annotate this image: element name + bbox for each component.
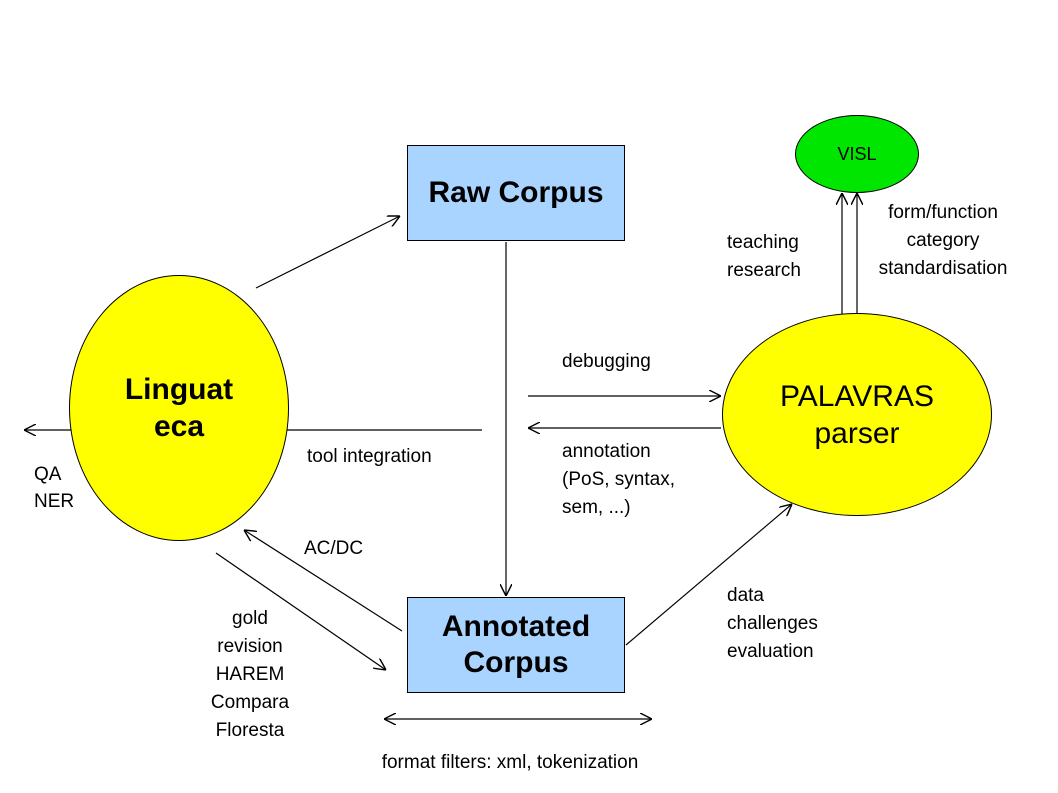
debugging-text: debugging — [562, 351, 651, 372]
linguateca-line-2: eca — [153, 410, 205, 443]
teaching-research-label: teaching research — [727, 229, 801, 285]
arrow-linguateca-to-raw — [255, 216, 400, 289]
teaching-research-line-1: teaching — [727, 232, 799, 253]
arrow-annotated-to-palavras — [625, 504, 792, 646]
form-function-line-1: form/function — [888, 202, 998, 223]
format-filters-label: format filters: xml, tokenization — [330, 749, 690, 777]
annotation-line-1: annotation — [562, 441, 651, 462]
arrow-annotated-to-linguateca — [244, 530, 403, 632]
qa-ner-label: QA NER — [34, 461, 74, 515]
linguateca-node: Linguat eca — [69, 275, 289, 541]
format-filters-text: format filters: xml, tokenization — [381, 752, 639, 773]
arrow-gold-to-annotated — [215, 552, 386, 670]
palavras-node: PALAVRAS parser — [722, 313, 992, 516]
tool-integration-text: tool integration — [307, 446, 432, 467]
annotation-line-2: (PoS, syntax, — [562, 469, 675, 490]
qa-ner-line-1: QA — [34, 464, 62, 485]
gold-line-4: Compara — [210, 692, 290, 713]
visl-node: VISL — [795, 115, 919, 193]
form-function-line-3: standardisation — [878, 258, 1008, 279]
data-challenges-line-2: challenges — [727, 613, 818, 634]
gold-line-1: gold — [232, 608, 268, 629]
gold-line-2: revision — [217, 636, 283, 657]
annotated-corpus-line-2: Corpus — [463, 646, 569, 679]
debugging-label: debugging — [562, 348, 651, 376]
raw-corpus-label: Raw Corpus — [428, 176, 604, 209]
tool-integration-label: tool integration — [307, 443, 432, 471]
palavras-line-2: parser — [814, 416, 900, 450]
annotated-corpus-line-1: Annotated — [441, 610, 591, 643]
gold-label: gold revision HAREM Compara Floresta — [180, 605, 320, 745]
ac-dc-label: AC/DC — [304, 535, 363, 563]
qa-ner-line-2: NER — [34, 491, 75, 512]
annotation-line-3: sem, ...) — [562, 497, 631, 518]
form-function-label: form/function category standardisation — [860, 199, 1026, 283]
teaching-research-line-2: research — [727, 260, 801, 281]
data-challenges-label: data challenges evaluation — [727, 582, 818, 666]
gold-line-5: Floresta — [215, 720, 285, 741]
form-function-line-2: category — [906, 230, 980, 251]
annotation-label: annotation (PoS, syntax, sem, ...) — [562, 438, 675, 522]
ac-dc-text: AC/DC — [304, 538, 364, 559]
data-challenges-line-3: evaluation — [727, 641, 814, 662]
annotated-corpus-box: Annotated Corpus — [407, 597, 625, 693]
palavras-line-1: PALAVRAS — [780, 379, 934, 413]
visl-label: VISL — [837, 143, 877, 164]
data-challenges-line-1: data — [727, 585, 764, 606]
gold-line-3: HAREM — [215, 664, 285, 685]
raw-corpus-box: Raw Corpus — [407, 145, 625, 241]
linguateca-line-1: Linguat — [124, 373, 234, 406]
